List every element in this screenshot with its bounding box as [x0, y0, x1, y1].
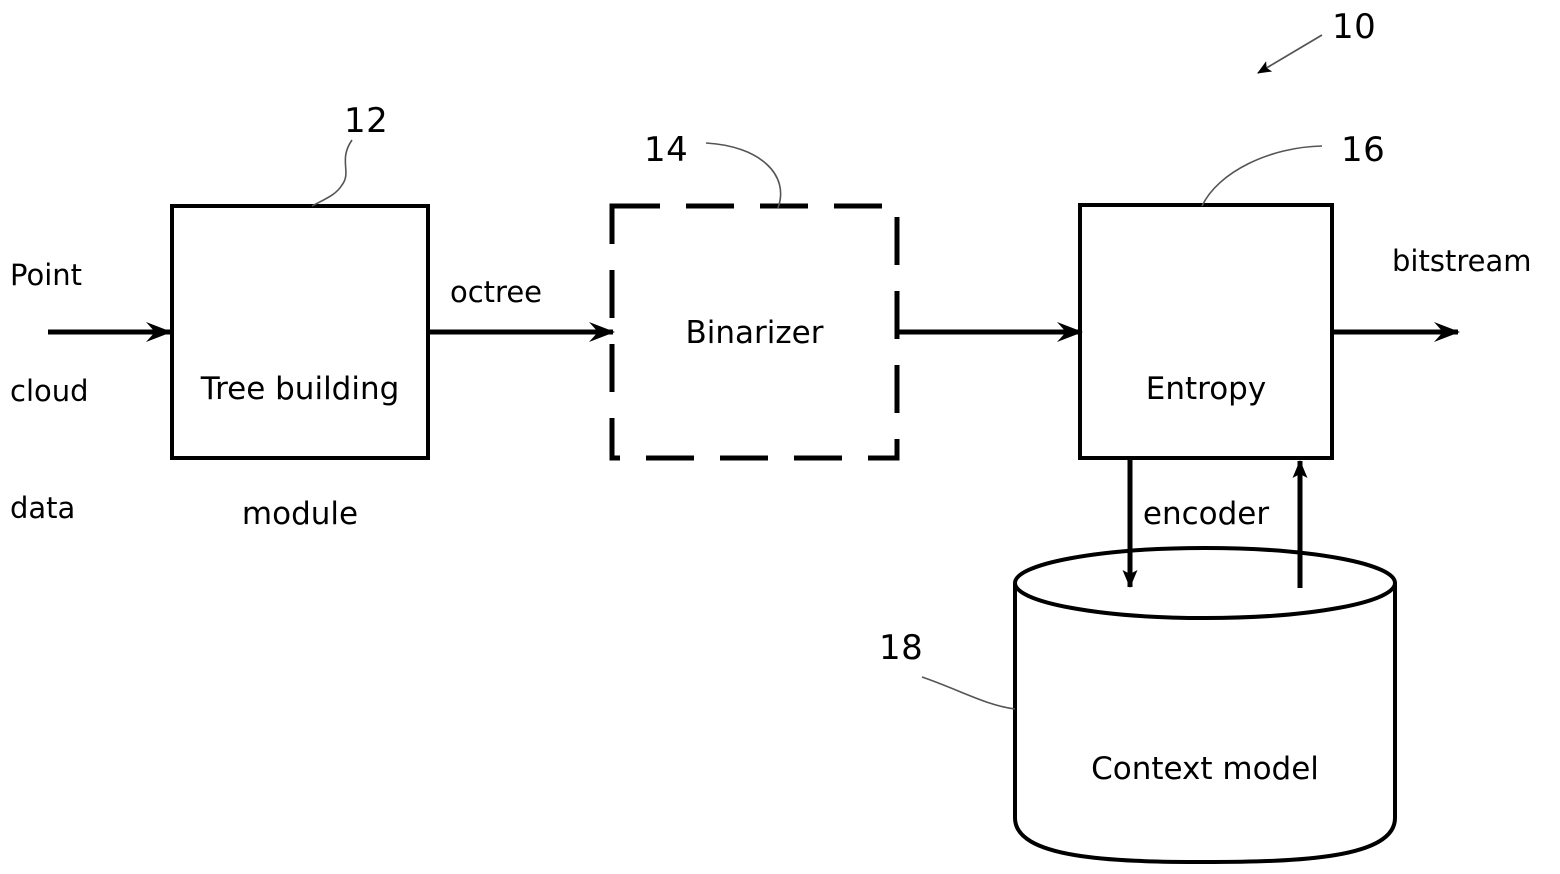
leader-line-16 [1201, 145, 1323, 207]
label-entropy-encoder: Entropy encoder [1082, 286, 1330, 618]
label-context-model-line1: Context model [1091, 751, 1319, 788]
ref-numeral-14: 14 [644, 130, 689, 170]
label-context-model: Context model (probabilities) [1015, 666, 1395, 874]
label-point-cloud-data-line1: Point [10, 257, 83, 292]
label-bitstream: bitstream [1392, 244, 1532, 278]
label-octree: octree [450, 275, 543, 309]
leader-line-18 [921, 676, 1016, 710]
label-point-cloud-data: Point cloud data [10, 178, 140, 605]
label-tree-building-module-line2: module [241, 495, 359, 532]
label-tree-building-module-line1: Tree building [200, 371, 400, 408]
leader-line-14 [705, 142, 782, 209]
ref-numeral-12: 12 [344, 101, 389, 141]
block-context-model-cylinder [1013, 546, 1397, 865]
label-binarizer: Binarizer [685, 315, 824, 351]
leader-arrow-10 [1257, 34, 1323, 74]
label-entropy-encoder-line2: encoder [1142, 495, 1270, 532]
label-entropy-encoder-line1: Entropy [1145, 371, 1267, 408]
label-tree-building-module: Tree building module [176, 286, 424, 618]
ref-numeral-18: 18 [879, 628, 924, 668]
label-point-cloud-data-line2: cloud [10, 374, 89, 409]
leader-line-12 [311, 139, 353, 207]
ref-numeral-16: 16 [1341, 130, 1386, 170]
ref-numeral-10: 10 [1332, 7, 1377, 47]
label-point-cloud-data-line3: data [10, 490, 76, 525]
